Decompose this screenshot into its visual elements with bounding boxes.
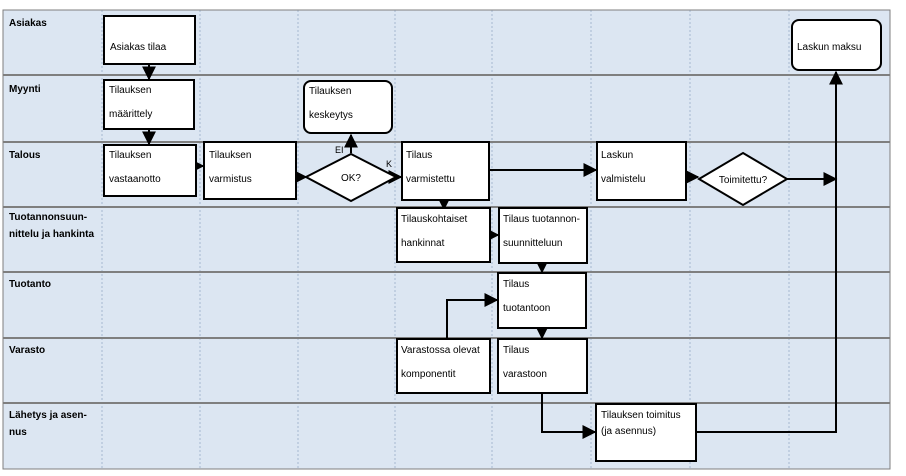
node-text-toimitettu: Toimitettu? [719,175,768,186]
node-labels: Asiakas tilaa Laskun maksu Tilauksen mää… [109,42,861,437]
node-laskun-valmistelu [596,141,687,201]
lane-label-asiakas: Asiakas [9,18,47,29]
lane-label-lahetys-2: nus [9,427,27,438]
lane-label-tuotannonsuunnittelu-2: nittelu ja hankinta [9,229,94,240]
node-ok-decision [303,152,399,203]
node-text-varastoon-1: Tilaus [503,345,529,356]
edge-label-k: K [386,159,392,169]
diagram-border [2,9,891,470]
node-text-keskeytys-1: Tilauksen [309,86,351,97]
node-toimitettu-decision [697,151,789,207]
lane-band-lahetys [3,403,890,469]
node-text-tuotantoon-1: Tilaus [503,279,529,290]
node-tilauksen-maarittely [103,79,195,130]
node-tilaus-varmistettu [401,141,490,201]
lane-label-myynti: Myynti [9,84,41,95]
node-tilauksen-keskeytys [303,80,393,134]
node-text-toimitus-1: Tilauksen toimitus [601,410,681,421]
node-tilauksen-vastaanotto [103,144,197,197]
node-text-vastaanotto-1: Tilauksen [109,150,151,161]
node-laskun-maksu [791,19,882,71]
node-tilaus-tuotannonsuunnitteluun [498,207,588,264]
lane-label-talous: Talous [9,150,41,161]
node-text-laskun-maksu: Laskun maksu [797,42,861,53]
lane-label-tuotanto: Tuotanto [9,279,51,290]
node-text-varmistettu-1: Tilaus [406,150,432,161]
edge-varastoon-to-toimitus [541,393,597,439]
node-tilaus-tuotantoon [497,272,587,329]
lane-label-lahetys-1: Lähetys ja asen- [9,410,87,421]
node-text-suunnitteluun-1: Tilaus tuotannon- [503,214,580,225]
node-tilauskohtaiset-hankinnat [396,207,491,263]
lane-labels: Asiakas Myynti Talous Tuotannonsuun- nit… [9,18,94,438]
connectors [142,64,843,439]
lane-label-tuotannonsuunnittelu-1: Tuotannonsuun- [9,212,87,223]
node-tilauksen-varmistus [203,141,297,200]
node-text-varmistettu-2: varmistettu [406,174,455,185]
node-text-valmistelu-1: Laskun [601,150,633,161]
node-text-tuotantoon-2: tuotantoon [503,303,550,314]
node-text-komponentit-2: komponentit [401,369,456,380]
edge-label-ei: EI [335,145,344,155]
nodes [103,15,882,462]
edge-komponentit-to-tuotantoon [446,293,499,339]
node-text-hankinnat-2: hankinnat [401,238,445,249]
node-text-vastaanotto-2: vastaanotto [109,174,161,185]
node-text-asiakas-tilaa: Asiakas tilaa [110,42,167,53]
node-text-suunnitteluun-2: suunnitteluun [503,238,563,249]
node-text-hankinnat-1: Tilauskohtaiset [401,214,468,225]
node-varastossa-olevat-komponentit [396,338,491,394]
lane-label-varasto: Varasto [9,345,45,356]
node-text-maarittely-2: määrittely [109,109,152,120]
node-text-varmistus-2: varmistus [209,174,252,185]
node-tilauksen-toimitus [595,403,697,462]
node-text-varastoon-2: varastoon [503,369,547,380]
node-text-varmistus-1: Tilauksen [209,150,251,161]
node-text-ok: OK? [341,173,361,184]
node-text-toimitus-2: (ja asennus) [601,426,656,437]
node-text-valmistelu-2: valmistelu [601,174,645,185]
node-text-keskeytys-2: keskeytys [309,110,353,121]
node-tilaus-varastoon [497,338,588,394]
edge-toimitus-to-laskun-maksu [696,70,843,433]
node-text-maarittely-1: Tilauksen [109,85,151,96]
node-asiakas-tilaa [103,15,196,65]
node-text-komponentit-1: Varastossa olevat [401,345,480,356]
